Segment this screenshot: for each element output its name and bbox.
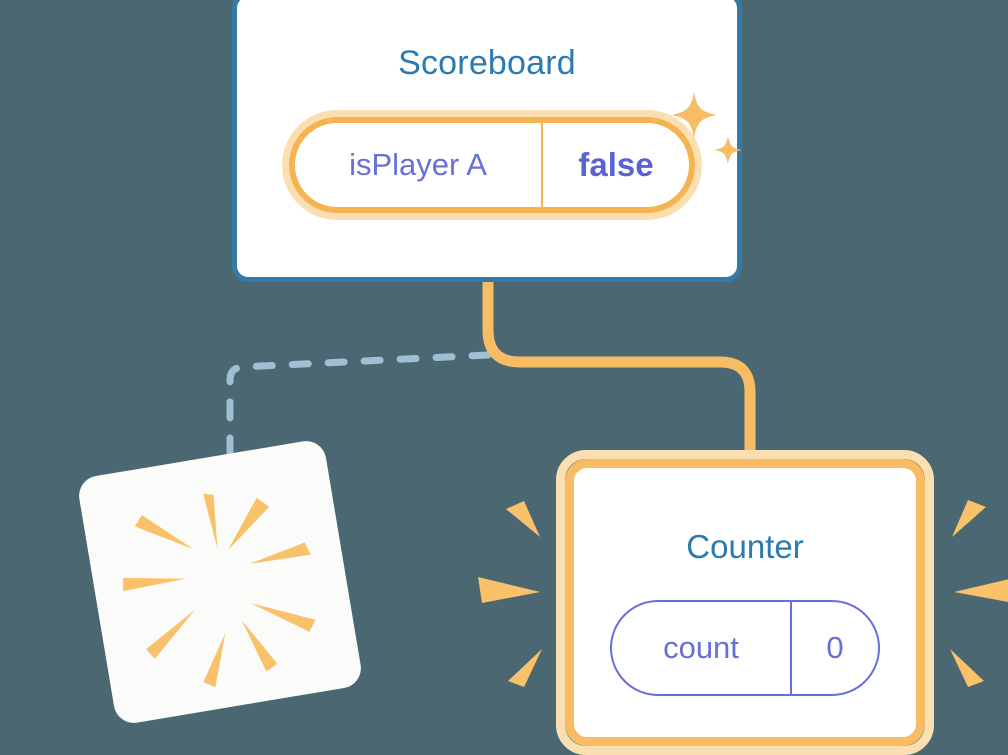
scoreboard-pill-halo (282, 110, 702, 220)
sparkle-large-icon (671, 92, 717, 138)
scoreboard-pill-divider (541, 123, 543, 207)
sparkle-group (671, 92, 742, 164)
counter-property-pill[interactable]: count 0 (610, 600, 880, 696)
sparkle-small-icon (714, 136, 742, 164)
scoreboard-pill-key: isPlayer A (349, 147, 487, 182)
scoreboard-pill-value: false (578, 146, 654, 183)
ghost-card-burst-icon (123, 493, 316, 688)
counter-card[interactable]: Counter count 0 (556, 450, 934, 755)
scoreboard-card[interactable]: Scoreboard isPlayer A false (232, 0, 742, 282)
counter-pill-value: 0 (826, 630, 844, 665)
orange-cable-path (482, 274, 756, 476)
counter-title: Counter (686, 528, 804, 565)
counter-pill-divider (790, 602, 792, 694)
counter-pill-key: count (663, 630, 739, 665)
counter-burst-right-icon (950, 500, 1008, 687)
dashed-connector-path (226, 351, 492, 480)
counter-card-inner: Counter count 0 (565, 459, 925, 746)
counter-burst-left-icon (478, 501, 542, 687)
scoreboard-title: Scoreboard (398, 44, 576, 82)
scoreboard-pill-body[interactable]: isPlayer A false (289, 117, 695, 213)
scoreboard-property-pill[interactable]: isPlayer A false (282, 110, 702, 220)
